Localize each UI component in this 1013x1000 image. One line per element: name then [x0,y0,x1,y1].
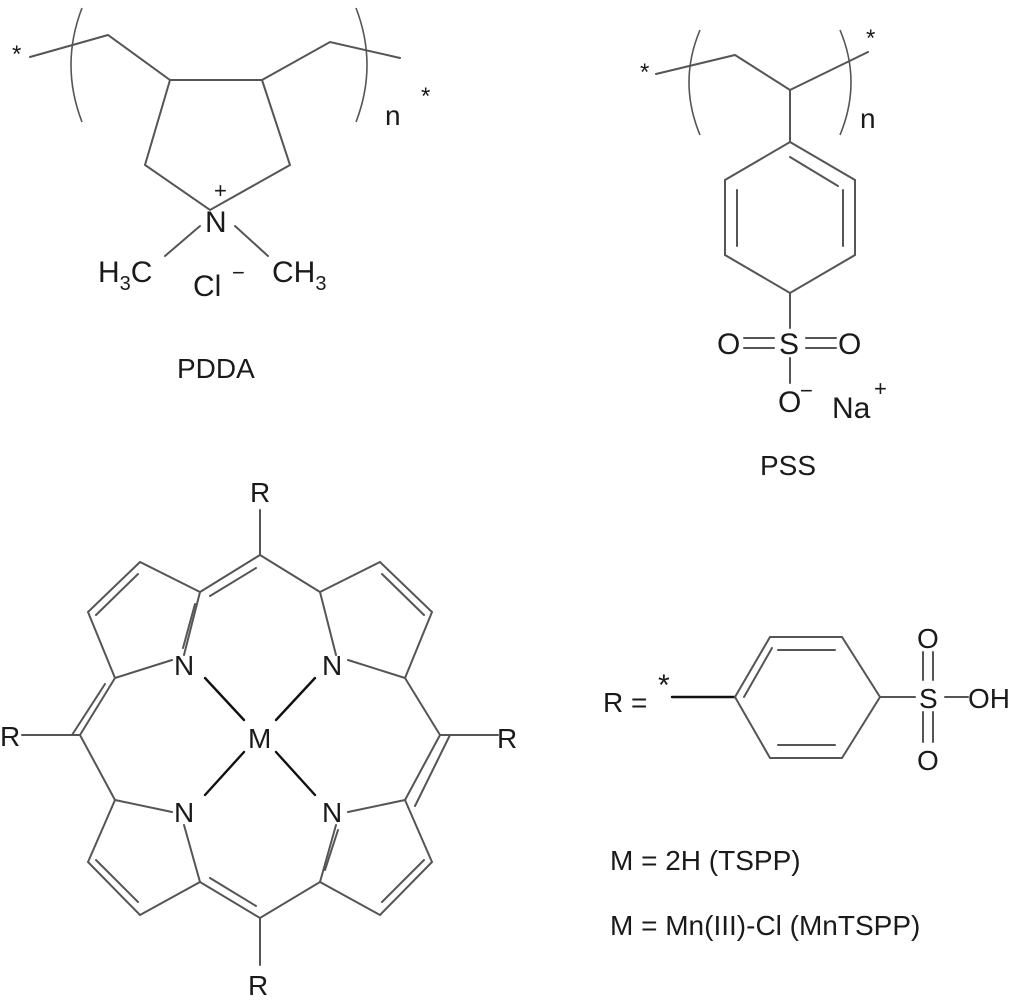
metal-legend: M = 2H (TSPP) M = Mn(III)-Cl (MnTSPP) [610,845,920,941]
pdda-repeat-n: n [385,100,401,131]
pss-oxygen-right: O [838,328,861,361]
r-group-definition: R = * O S OH O [603,623,1010,776]
porphyrin-n-top-left: N [174,650,194,681]
pdda-chloride: Cl [193,270,221,303]
porphyrin-r-right: R [497,723,517,754]
pdda-methyl-right: CH3 [272,256,326,295]
porphyrin-r-bottom: R [248,970,268,1000]
porphyrin-n-bottom-right: N [322,797,342,828]
porphyrin-r-left: R [0,721,20,752]
pss-star-right: * [866,25,875,52]
r-group-oxygen-bottom: O [917,745,939,776]
r-group-oxygen-top: O [917,623,939,654]
r-group-sulfur: S [919,683,938,714]
porphyrin-metal: M [248,723,271,754]
porphyrin-n-top-right: N [322,650,342,681]
pss-sodium: Na [832,392,871,425]
pss-structure: * * n O S O O − Na + PSS [640,25,887,481]
pdda-structure: * * n + N H3C CH3 Cl − PDDA [12,7,430,384]
porphyrin-bonds [21,509,499,966]
pdda-label: PDDA [177,353,255,384]
porphyrin-n-bottom-left: N [174,797,194,828]
pss-label: PSS [760,450,816,481]
pdda-star-right: * [421,83,430,110]
porphyrin-r-top: R [250,477,270,508]
legend-line-tspp: M = 2H (TSPP) [610,845,801,876]
pss-bonds [655,29,869,384]
legend-line-mntspp: M = Mn(III)-Cl (MnTSPP) [610,910,920,941]
pss-star-left: * [640,59,649,86]
r-group-lhs: R = [603,687,647,718]
pss-oxygen-left: O [717,328,740,361]
pdda-star-left: * [12,41,21,68]
pss-sulfur: S [779,328,799,361]
pdda-plus-charge: + [214,178,227,203]
pss-repeat-n: n [860,103,876,134]
pdda-methyl-left: H3C [98,256,152,295]
pss-plus-charge: + [874,376,887,401]
pdda-nitrogen: N [205,206,227,239]
r-group-hydroxyl: OH [968,683,1010,714]
pss-minus-charge: − [800,378,813,403]
r-group-star: * [658,669,670,702]
r-group-bonds [670,636,969,759]
pdda-minus-charge: − [232,260,245,285]
porphyrin-structure: R R R R N N N N M [0,477,517,1000]
pss-oxygen-bottom: O [778,386,801,419]
pdda-bonds [29,7,401,257]
